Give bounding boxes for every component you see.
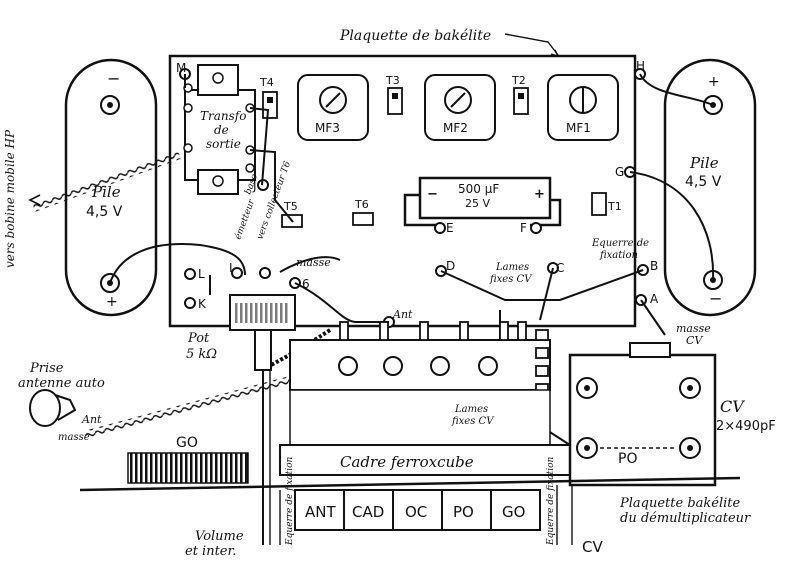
transistor-t1 [591, 192, 607, 216]
svg-text:T2: T2 [511, 74, 526, 87]
svg-text:C: C [556, 261, 564, 275]
svg-text:T5: T5 [283, 200, 298, 213]
svg-text:masse: masse [296, 256, 331, 269]
svg-text:du démultiplicateur: du démultiplicateur [620, 511, 751, 526]
svg-text:GO: GO [176, 435, 198, 451]
svg-text:H: H [636, 59, 645, 73]
svg-text:CV: CV [720, 397, 745, 416]
svg-text:masse: masse [676, 322, 711, 335]
left-pile-voltage: 4,5 V [86, 204, 123, 220]
svg-text:MF2: MF2 [443, 121, 468, 135]
svg-text:−: − [427, 187, 438, 202]
svg-text:T1: T1 [607, 200, 622, 213]
transistor-t4 [262, 91, 278, 119]
svg-text:500 µF: 500 µF [458, 182, 499, 196]
speaker-wire [32, 151, 181, 212]
svg-text:K: K [198, 297, 207, 311]
svg-text:G: G [615, 165, 624, 179]
svg-text:L: L [198, 267, 205, 281]
svg-text:6: 6 [302, 277, 310, 291]
svg-text:Prise: Prise [29, 361, 64, 376]
svg-text:sortie: sortie [206, 137, 241, 151]
variable-capacitor [568, 353, 717, 487]
switch-label-go: GO [502, 503, 525, 521]
svg-text:F: F [520, 221, 527, 235]
svg-text:fixes CV: fixes CV [451, 416, 495, 427]
svg-text:T3: T3 [385, 74, 400, 87]
svg-text:M: M [176, 61, 186, 75]
left-pile-label: Pile [91, 183, 121, 201]
svg-text:PO: PO [618, 451, 637, 467]
battery-left [64, 58, 158, 317]
svg-text:+: + [106, 294, 118, 310]
svg-text:Volume: Volume [195, 529, 244, 544]
svg-text:B: B [650, 259, 658, 273]
svg-text:Transfo: Transfo [200, 109, 246, 123]
svg-text:fixes CV: fixes CV [489, 274, 533, 285]
plaquette-label: Plaquette de bakélite [339, 28, 491, 44]
right-pile-label: Pile [689, 154, 719, 172]
transistor-t3 [387, 87, 403, 115]
battery-right [663, 58, 757, 317]
svg-text:+: + [534, 187, 545, 202]
svg-text:de: de [214, 123, 229, 137]
output-transformer [184, 89, 256, 181]
svg-text:5 kΩ: 5 kΩ [186, 347, 217, 362]
svg-text:masse: masse [58, 432, 90, 443]
svg-text:Equerre de fixation: Equerre de fixation [546, 456, 556, 546]
transistor-t2 [513, 87, 529, 115]
svg-text:Ant: Ant [392, 308, 413, 321]
transistor-t6 [352, 212, 374, 226]
svg-text:et inter.: et inter. [185, 544, 236, 559]
svg-text:Pot: Pot [187, 331, 210, 346]
bottom-plate [79, 476, 741, 492]
switch-label-cad: CAD [352, 503, 384, 521]
svg-text:Equerre de: Equerre de [591, 238, 649, 249]
svg-text:CV: CV [686, 334, 703, 347]
svg-text:Cadre ferroxcube: Cadre ferroxcube [340, 453, 474, 471]
svg-text:A: A [650, 292, 659, 306]
svg-text:E: E [446, 221, 454, 235]
svg-text:D: D [446, 259, 455, 273]
switch-label-oc: OC [405, 503, 427, 521]
band-switch-labels [294, 489, 541, 531]
go-coil [128, 453, 248, 483]
svg-text:Lames: Lames [454, 404, 488, 415]
svg-text:−: − [107, 69, 120, 88]
svg-text:MF1: MF1 [566, 121, 591, 135]
svg-text:Lames: Lames [495, 262, 529, 273]
svg-text:fixation: fixation [599, 250, 638, 261]
antenna-cable [84, 366, 328, 439]
antenna-plug [29, 389, 61, 427]
svg-text:T4: T4 [259, 76, 274, 89]
svg-text:25 V: 25 V [465, 197, 490, 210]
svg-text:J: J [252, 179, 257, 193]
right-pile-voltage: 4,5 V [685, 174, 722, 190]
svg-text:−: − [709, 289, 722, 308]
svg-text:MF3: MF3 [315, 121, 340, 135]
svg-text:2×490pF: 2×490pF [716, 419, 776, 434]
cv-bottom-label: CV [582, 538, 603, 556]
switch-bank [289, 339, 551, 391]
switch-label-po: PO [453, 503, 474, 521]
svg-text:antenne auto: antenne auto [18, 376, 105, 391]
switch-label-ant: ANT [305, 503, 336, 521]
svg-text:Ant: Ant [81, 413, 102, 426]
electrolytic-capacitor [418, 176, 552, 220]
svg-text:I: I [229, 261, 233, 275]
svg-text:Plaquette bakélite: Plaquette bakélite [619, 496, 740, 511]
svg-text:T6: T6 [354, 198, 369, 211]
speaker-label: vers bobine mobile HP [3, 129, 17, 268]
svg-text:+: + [708, 74, 720, 90]
svg-text:Equerre de fixation: Equerre de fixation [285, 456, 295, 546]
